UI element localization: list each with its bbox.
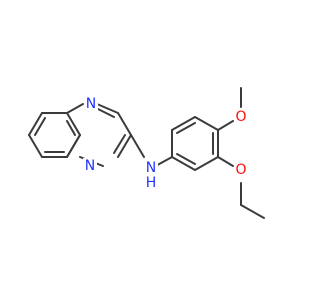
- bond: [28, 134, 43, 158]
- nitrogen-label: N: [86, 96, 96, 112]
- bond: [171, 156, 196, 171]
- methoxy-oxygen-label: O: [235, 109, 246, 125]
- amine-hydrogen-label: H: [146, 175, 157, 191]
- bond: [66, 103, 84, 114]
- bond: [240, 204, 265, 219]
- bond: [130, 134, 145, 158]
- label-bg: [84, 96, 98, 112]
- bond: [97, 108, 115, 118]
- bond: [96, 103, 119, 114]
- bond: [176, 122, 196, 134]
- bond: [113, 134, 126, 154]
- bond: [28, 112, 43, 136]
- bond: [176, 153, 196, 165]
- bond: [194, 156, 219, 171]
- molecule-canvas: N N N H O O: [28, 87, 265, 219]
- bond: [217, 120, 234, 131]
- label-bg: [83, 158, 97, 174]
- ethoxy-oxygen-label: O: [235, 162, 246, 178]
- bond: [194, 116, 219, 131]
- bond: [66, 134, 81, 158]
- bond: [66, 112, 81, 136]
- molecule-structure: N N N H O O: [28, 87, 265, 219]
- bond: [117, 134, 132, 158]
- label-bg: [234, 162, 248, 178]
- bond: [66, 120, 76, 136]
- label-bg: [234, 109, 248, 125]
- atom-labels: N N N H O O: [83, 96, 248, 191]
- bonds: [28, 87, 265, 219]
- bond: [171, 116, 196, 131]
- bond: [217, 156, 234, 167]
- amine-nitrogen-label: N: [146, 160, 156, 176]
- nitrogen-label: N: [85, 158, 95, 174]
- label-bg: [144, 161, 158, 191]
- bond: [34, 117, 46, 136]
- bond: [117, 112, 132, 136]
